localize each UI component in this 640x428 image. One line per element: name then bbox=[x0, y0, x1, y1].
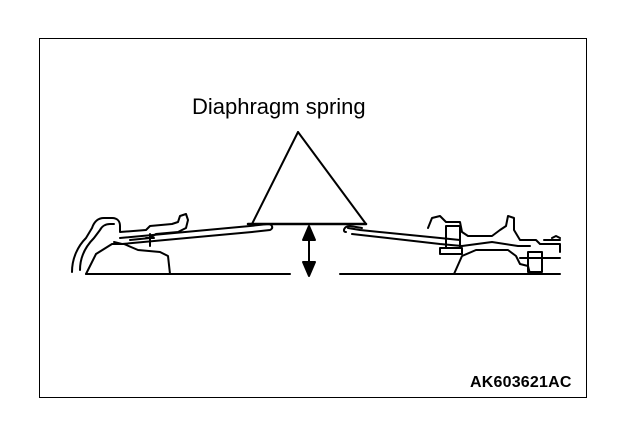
diaphragm-spring-right bbox=[342, 225, 463, 247]
diaphragm-spring-label: Diaphragm spring bbox=[192, 94, 366, 119]
left-clutch-cover bbox=[71, 213, 291, 275]
diaphragm-spring-left bbox=[113, 223, 274, 245]
height-dimension-arrow bbox=[302, 225, 316, 277]
right-clutch-cover bbox=[339, 215, 561, 275]
figure-id-label: AK603621AC bbox=[470, 374, 572, 391]
figure-frame bbox=[39, 38, 587, 398]
callout-pointer bbox=[246, 131, 368, 226]
